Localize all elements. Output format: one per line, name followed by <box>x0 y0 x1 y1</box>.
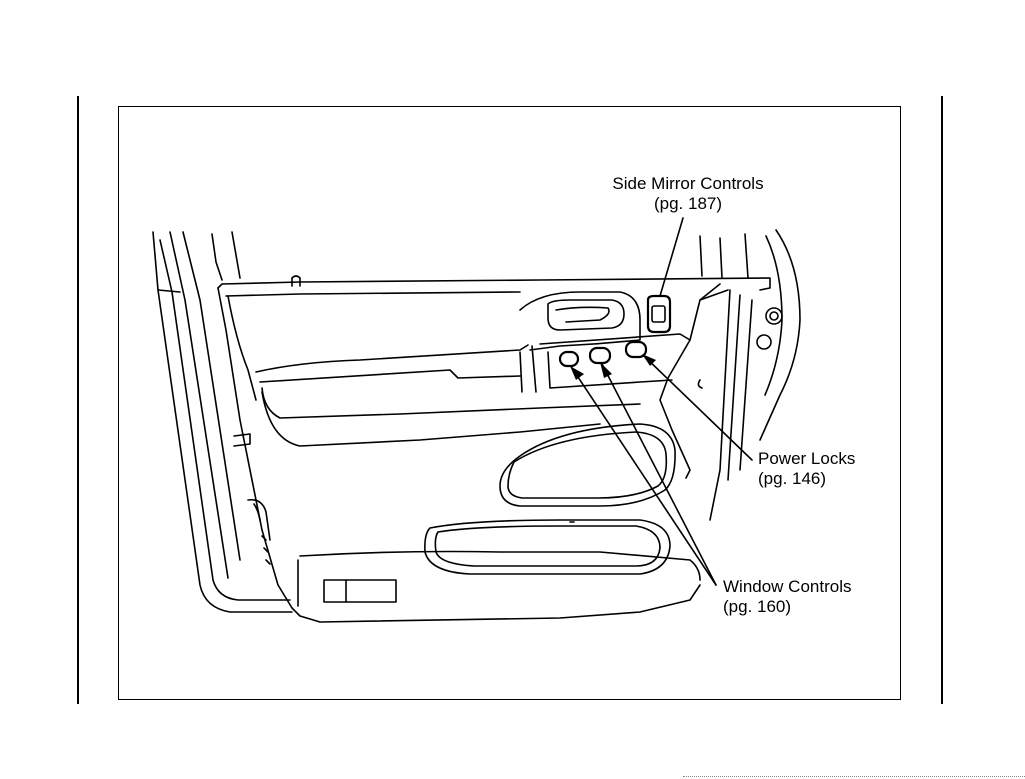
bottom-dotted-rule <box>683 776 1025 777</box>
callout-leaders <box>572 218 752 585</box>
power-locks-page: (pg. 146) <box>758 469 855 489</box>
side-mirror-leader <box>660 218 683 296</box>
arrow-window-a <box>570 366 584 380</box>
arrow-window-b <box>600 362 612 378</box>
arrowheads <box>570 354 656 380</box>
side-mirror-label: Side Mirror Controls <box>588 174 788 194</box>
side-mirror-page: (pg. 187) <box>588 194 788 214</box>
door-trim-panel <box>218 276 782 622</box>
power-locks-label: Power Locks <box>758 449 855 469</box>
side-mirror-callout: Side Mirror Controls (pg. 187) <box>588 174 788 214</box>
power-locks-callout: Power Locks (pg. 146) <box>758 449 855 489</box>
window-controls-callout: Window Controls (pg. 160) <box>723 577 852 617</box>
window-controls-page: (pg. 160) <box>723 597 852 617</box>
door-frame <box>153 230 800 612</box>
arrow-power-locks <box>642 354 656 366</box>
window-controls-label: Window Controls <box>723 577 852 597</box>
